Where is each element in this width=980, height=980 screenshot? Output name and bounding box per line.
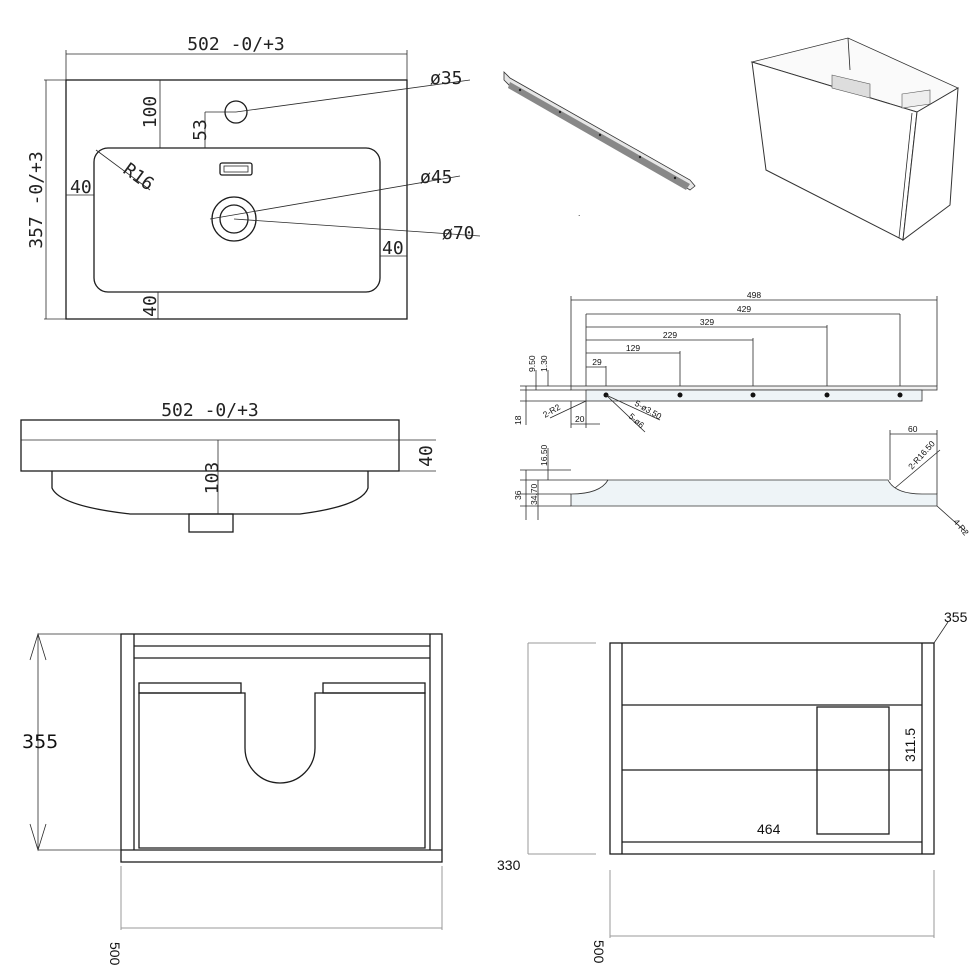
basin-side-slab	[20, 419, 400, 472]
inner-width-label: 464	[757, 821, 781, 837]
rail-side-end-length: 60	[908, 424, 918, 434]
rail-side-body	[570, 479, 938, 507]
rail-inset-20: 20	[575, 414, 585, 424]
rail-overall-length: 498	[747, 290, 761, 300]
basin-side-view: 502 -0/+3 103 40	[20, 400, 437, 533]
rail-hole-b: 5-ø6	[627, 411, 647, 430]
rail-side-end-radius: 2-R16.50	[906, 438, 937, 471]
rail-hole-spacing-1: 129	[626, 343, 640, 353]
bowl-outline	[93, 147, 381, 293]
drain-dia-label: ø45	[420, 167, 453, 188]
basin-thickness-label: 40	[416, 445, 437, 467]
cabinet-front-outline	[120, 633, 443, 863]
cabinet-side-width-label: 500	[591, 940, 607, 964]
cabinet-side-view: 311.5 464 355 330 500	[497, 609, 968, 964]
rail-hole-spacing-2: 229	[663, 330, 677, 340]
rim-bottom-label: 40	[140, 295, 161, 317]
rail-perspective	[503, 71, 696, 191]
rail-height-18: 18	[513, 415, 523, 425]
rail-side-height-34: 34.70	[529, 483, 539, 505]
basin-height-label: 103	[202, 462, 223, 495]
rim-right-label: 40	[382, 238, 404, 259]
drain-inner	[219, 204, 249, 234]
basin-side-width-label: 502 -0/+3	[161, 400, 259, 421]
rail-top-offset-a: 9.50	[527, 355, 537, 372]
overflow-slot	[219, 162, 253, 176]
basin-outline	[65, 79, 408, 320]
tap-hole-dia-label: ø35	[430, 68, 463, 89]
rail-first-hole: 29	[592, 357, 602, 367]
rail-hole-spacing-4: 429	[737, 304, 751, 314]
rail-top-offset-b: 1.30	[539, 355, 549, 372]
drain-outer-dia-label: ø70	[442, 223, 475, 244]
stray-dot: .	[578, 208, 580, 218]
basin-width-label: 502 -0/+3	[187, 34, 285, 55]
basin-underside	[51, 471, 369, 515]
basin-top-view: 502 -0/+3 357 -0/+3 ø35 100 53 ø45 ø70 R…	[26, 34, 481, 320]
cabinet-side-outline	[609, 642, 935, 855]
basin-drain-stub	[188, 513, 234, 533]
cabinet-perspective	[750, 37, 959, 242]
cabinet-front-view: 355 500	[22, 632, 443, 966]
tap-offset-top-label: 100	[140, 96, 161, 129]
drawer-with-cutout	[138, 692, 426, 849]
rail-top-flange	[570, 385, 938, 391]
rail-side-height-36: 36	[513, 490, 523, 500]
rail-profile-side: 16.50 36 34.70 60 2-R16.50 4-R2	[513, 424, 971, 538]
rim-left-label: 40	[70, 177, 92, 198]
rail-side-corner-radius: 4-R2	[951, 517, 971, 538]
rail-hole-spacing-3: 329	[700, 317, 714, 327]
drawer-height-label: 311.5	[902, 728, 918, 762]
corner-dim-label: 355	[944, 609, 968, 625]
cabinet-front-width-label: 500	[107, 942, 123, 966]
rail-profile-top: 498 429 329 229 129 29 9.50 1.30 18 20 2…	[513, 290, 938, 433]
cabinet-front-height-label: 355	[22, 731, 58, 753]
tap-offset-bowl-label: 53	[190, 119, 211, 141]
rail-side-depth: 16.50	[539, 444, 549, 466]
basin-depth-label: 357 -0/+3	[26, 151, 47, 249]
cabinet-depth-label: 330	[497, 857, 521, 873]
corner-radius-label: R16	[119, 159, 158, 195]
cabinet-side-panel	[816, 706, 890, 835]
